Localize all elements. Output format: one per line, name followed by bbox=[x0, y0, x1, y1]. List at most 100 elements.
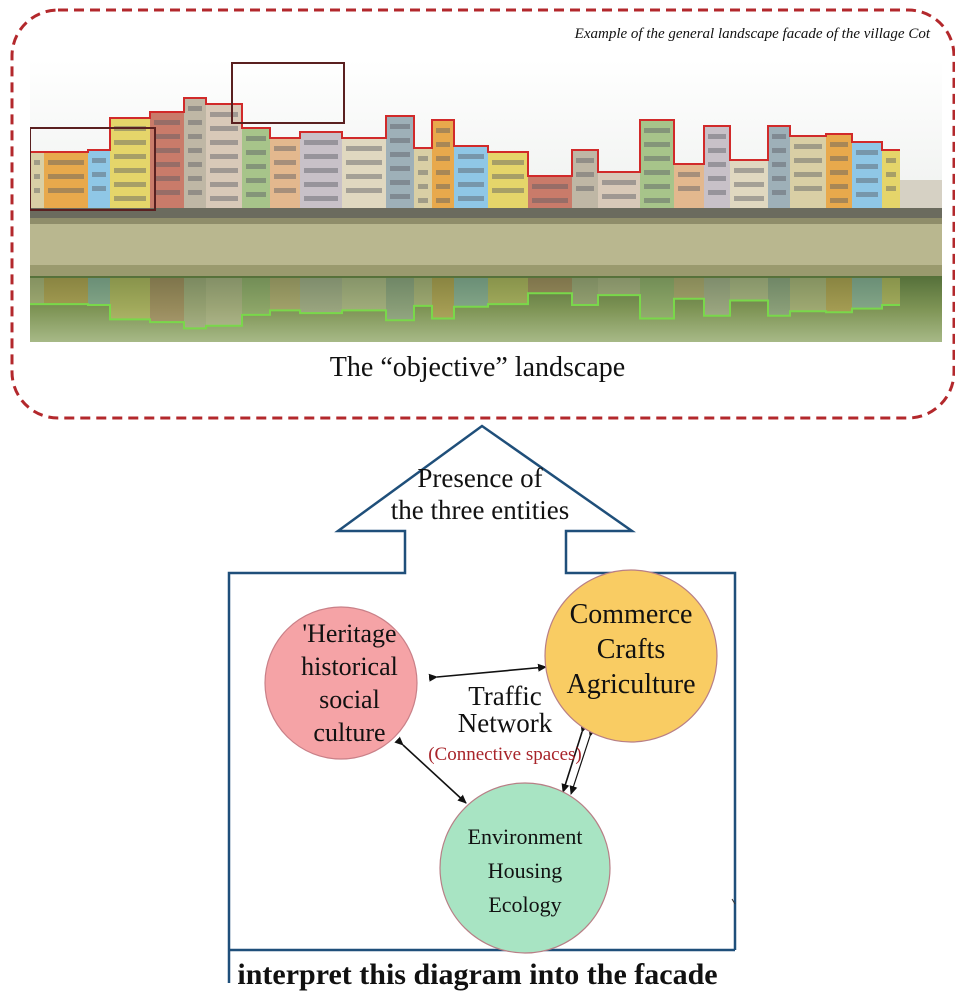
building bbox=[44, 152, 88, 210]
building-window bbox=[708, 134, 726, 139]
building-window bbox=[418, 198, 428, 203]
link-commerce-environment-2 bbox=[569, 727, 597, 795]
street bbox=[30, 208, 942, 218]
building-window bbox=[154, 190, 180, 195]
building-window bbox=[188, 176, 202, 181]
stray-mark bbox=[731, 898, 736, 905]
building-reflection bbox=[88, 278, 110, 305]
building-window bbox=[708, 176, 726, 181]
building-window bbox=[436, 184, 450, 189]
building-row bbox=[30, 98, 942, 210]
building-window bbox=[734, 168, 764, 173]
building-reflection bbox=[270, 278, 300, 311]
building-window bbox=[346, 146, 382, 151]
building-window bbox=[304, 140, 338, 145]
building-reflection bbox=[150, 278, 184, 323]
building bbox=[852, 142, 882, 210]
building-window bbox=[390, 152, 410, 157]
building-reflection bbox=[674, 278, 704, 299]
building-window bbox=[576, 172, 594, 177]
building-window bbox=[346, 160, 382, 165]
building-window bbox=[886, 186, 896, 191]
building bbox=[432, 120, 454, 210]
building-reflection bbox=[852, 278, 882, 309]
commerce-entity-label: Commerce Crafts Agriculture bbox=[546, 597, 716, 702]
building-window bbox=[304, 168, 338, 173]
commerce-line: Crafts bbox=[596, 634, 666, 665]
building-window bbox=[708, 148, 726, 153]
building-window bbox=[390, 166, 410, 171]
building-window bbox=[886, 172, 896, 177]
building-outline bbox=[30, 97, 900, 177]
building-window bbox=[458, 154, 484, 159]
building-window bbox=[644, 184, 670, 189]
building-window bbox=[114, 182, 146, 187]
building-window bbox=[246, 164, 266, 169]
building-window bbox=[436, 198, 450, 203]
objective-landscape-label: The “objective” landscape bbox=[329, 352, 626, 383]
building-window bbox=[492, 160, 524, 165]
arrow-label: Presence of the three entities bbox=[330, 462, 630, 526]
building bbox=[674, 164, 704, 210]
building-window bbox=[418, 184, 428, 189]
building bbox=[414, 148, 432, 210]
building-window bbox=[644, 170, 670, 175]
building bbox=[826, 134, 852, 210]
building-window bbox=[830, 184, 848, 189]
building-window bbox=[114, 168, 146, 173]
building bbox=[88, 150, 110, 210]
heritage-line: culture bbox=[313, 718, 386, 747]
environment-line: Housing bbox=[487, 858, 563, 883]
building-reflection bbox=[454, 278, 488, 307]
traffic-network-label: Traffic Network bbox=[430, 683, 580, 737]
building-reflection bbox=[30, 278, 44, 305]
building-window bbox=[436, 170, 450, 175]
building-window bbox=[390, 194, 410, 199]
building-window bbox=[678, 186, 700, 191]
building bbox=[242, 128, 270, 210]
building-window bbox=[830, 156, 848, 161]
building bbox=[300, 132, 342, 210]
building-reflection bbox=[768, 278, 790, 316]
building-window bbox=[114, 154, 146, 159]
building-window bbox=[92, 172, 106, 177]
environment-line: Environment bbox=[467, 824, 583, 849]
building-window bbox=[794, 158, 822, 163]
arrow-label-line1: Presence of bbox=[417, 463, 543, 493]
building-window bbox=[644, 198, 670, 203]
dashed-frame bbox=[10, 8, 955, 420]
building-window bbox=[304, 154, 338, 159]
building-window bbox=[92, 186, 106, 191]
landscape-photo bbox=[30, 60, 942, 342]
building-window bbox=[210, 182, 238, 187]
building-reflection bbox=[704, 278, 730, 316]
highlight-box-top bbox=[231, 62, 345, 124]
footer-instruction: interpret this diagram into the facade bbox=[237, 958, 718, 991]
arrow-label-line2: the three entities bbox=[390, 495, 570, 525]
building-window bbox=[830, 198, 848, 203]
building-window bbox=[492, 188, 524, 193]
building-window bbox=[246, 150, 266, 155]
building-reflection bbox=[206, 278, 242, 326]
commerce-line: Agriculture bbox=[566, 669, 696, 700]
building bbox=[572, 150, 598, 210]
building bbox=[882, 150, 900, 210]
building bbox=[184, 98, 206, 210]
building bbox=[900, 180, 942, 210]
building-window bbox=[436, 128, 450, 133]
building-reflection bbox=[184, 278, 206, 329]
building-reflection bbox=[386, 278, 414, 321]
building-window bbox=[644, 156, 670, 161]
environment-circle bbox=[439, 782, 611, 954]
building-window bbox=[114, 140, 146, 145]
building-window bbox=[154, 162, 180, 167]
building-window bbox=[304, 182, 338, 187]
building-window bbox=[154, 134, 180, 139]
building-window bbox=[772, 190, 786, 195]
building-window bbox=[304, 196, 338, 201]
building-window bbox=[436, 142, 450, 147]
building-reflection bbox=[44, 278, 88, 305]
building-window bbox=[210, 126, 238, 131]
building-window bbox=[856, 150, 878, 155]
building-window bbox=[188, 106, 202, 111]
